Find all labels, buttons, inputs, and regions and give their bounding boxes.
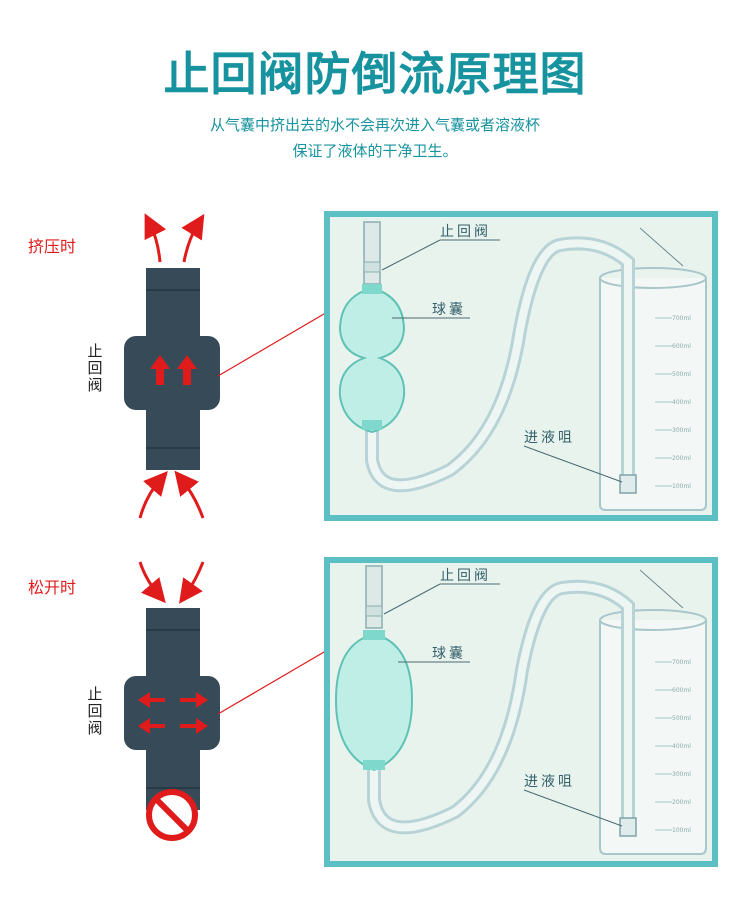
- valve-vertical-label: 止回阀: [87, 342, 103, 394]
- subtitle-line-2: 保证了液体的干净卫生。: [292, 142, 458, 160]
- svg-text:100ml: 100ml: [672, 483, 691, 490]
- label-inlet: 进液咀: [524, 430, 575, 446]
- svg-text:300ml: 300ml: [672, 771, 691, 778]
- svg-text:700ml: 700ml: [672, 315, 691, 322]
- svg-text:600ml: 600ml: [672, 687, 691, 694]
- svg-text:500ml: 500ml: [672, 715, 691, 722]
- svg-text:600ml: 600ml: [672, 343, 691, 350]
- svg-text:400ml: 400ml: [672, 743, 691, 750]
- svg-text:400ml: 400ml: [672, 399, 691, 406]
- valve-vertical-label: 止回阀: [87, 685, 103, 737]
- svg-text:500ml: 500ml: [672, 371, 691, 378]
- check-valve-closed: [124, 608, 220, 810]
- flow-out-arrows: [144, 213, 205, 263]
- illustration-release: 止回阀 球囊 进液咀 700ml 600ml 500ml 400ml 300ml…: [324, 557, 718, 867]
- check-valve-open: [124, 268, 220, 470]
- page-title: 止回阀防倒流原理图: [163, 47, 587, 101]
- svg-text:700ml: 700ml: [672, 659, 691, 666]
- svg-text:100ml: 100ml: [672, 827, 691, 834]
- svg-text:300ml: 300ml: [672, 427, 691, 434]
- svg-text:200ml: 200ml: [672, 799, 691, 806]
- subtitle-line-1: 从气囊中挤出去的水不会再次进入气囊或者溶液杯: [209, 116, 540, 134]
- flow-in-arrows-top: [138, 561, 205, 604]
- svg-text:200ml: 200ml: [672, 455, 691, 462]
- label-bulb: 球囊: [432, 301, 466, 318]
- label-valve: 止回阀: [440, 224, 491, 240]
- label-bulb: 球囊: [432, 645, 466, 662]
- state-label-release: 松开时: [28, 578, 77, 597]
- no-flow-icon: [146, 789, 198, 841]
- illustration-squeeze: 止回阀 球囊 进液咀 700ml 600ml 500ml 400ml 300ml…: [324, 211, 718, 521]
- label-valve: 止回阀: [440, 568, 491, 584]
- state-label-squeeze: 挤压时: [28, 237, 77, 256]
- flow-in-arrows: [138, 470, 205, 519]
- label-inlet: 进液咀: [524, 774, 575, 790]
